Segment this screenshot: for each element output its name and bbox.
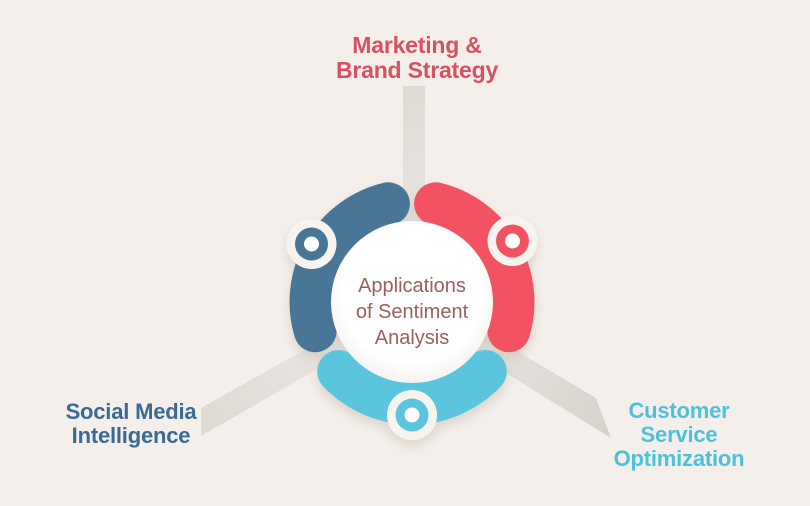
node-marketing xyxy=(487,216,538,266)
center-title-line: Applications xyxy=(358,275,466,297)
node-social-media xyxy=(286,219,337,269)
center-circle xyxy=(331,221,493,383)
label-social-media-intelligence: Social Media Intelligence xyxy=(66,400,197,448)
label-line: Service xyxy=(640,422,718,447)
label-line: Optimization xyxy=(613,446,745,471)
ring-icon-hole xyxy=(404,407,420,423)
label-line: Customer xyxy=(628,398,730,423)
center-title-line: Analysis xyxy=(374,327,450,349)
label-line: Intelligence xyxy=(71,423,191,448)
ring-icon-hole xyxy=(304,236,319,252)
label-customer-service-optimization: Customer Service Optimization xyxy=(614,399,745,471)
node-customer-service xyxy=(387,390,437,440)
center-title: Applications of Sentiment Analysis xyxy=(356,273,468,351)
label-line: Brand Strategy xyxy=(335,57,499,83)
center-title-line: of Sentiment xyxy=(355,301,469,323)
label-line: Social Media xyxy=(65,399,197,424)
ring-icon-hole xyxy=(505,233,520,249)
label-line: Marketing & xyxy=(352,32,482,58)
label-marketing-brand-strategy: Marketing & Brand Strategy xyxy=(336,33,498,83)
